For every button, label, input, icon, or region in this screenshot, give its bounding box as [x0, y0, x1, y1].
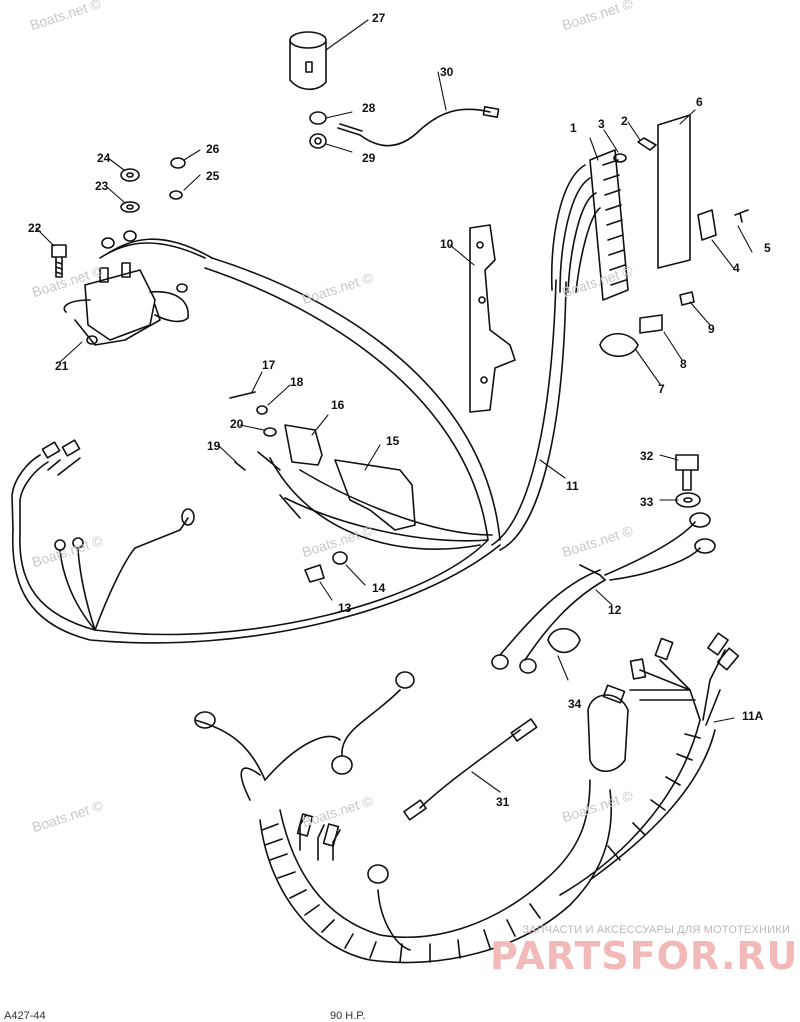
callout-3: 3	[598, 117, 605, 131]
callout-19: 19	[207, 439, 221, 453]
callout-33: 33	[640, 495, 654, 509]
bolt-22	[51, 244, 67, 278]
callout-29: 29	[362, 151, 376, 165]
cable-31	[403, 718, 538, 821]
callout-2: 2	[621, 114, 628, 128]
callout-8: 8	[680, 357, 687, 371]
callout-7: 7	[658, 382, 665, 396]
callout-27: 27	[372, 11, 386, 25]
callout-30: 30	[440, 65, 454, 79]
callout-25: 25	[206, 169, 220, 183]
main-harness-11	[11, 257, 567, 644]
callout-21: 21	[55, 359, 69, 373]
leader-lines	[35, 19, 753, 793]
callout-23: 23	[95, 179, 109, 193]
callout-32: 32	[640, 449, 654, 463]
battery-cables-12	[491, 454, 716, 674]
callout-26: 26	[206, 142, 220, 156]
callout-6: 6	[696, 95, 703, 109]
bracket-10	[469, 224, 516, 413]
callout-28: 28	[362, 101, 376, 115]
cable-30-parts	[309, 106, 500, 149]
callout-22: 22	[28, 221, 42, 235]
starter-solenoid-21	[63, 230, 213, 346]
terminal-block-1	[550, 114, 749, 358]
callout-9: 9	[708, 322, 715, 336]
callout-31: 31	[496, 795, 510, 809]
callout-13: 13	[338, 601, 352, 615]
footer-center-text: 90 H.P.	[330, 1010, 366, 1022]
callout-12: 12	[608, 603, 622, 617]
footer-left-text: A427-44	[4, 1010, 46, 1022]
lower-harness-11A	[194, 632, 740, 964]
callout-5: 5	[764, 241, 771, 255]
cap-27	[289, 31, 327, 91]
callout-34: 34	[568, 697, 582, 711]
callout-11a: 11A	[742, 709, 764, 723]
callout-1: 1	[570, 121, 577, 135]
callout-10: 10	[440, 237, 454, 251]
brand-caption: ЗАПЧАСТИ И АКСЕССУАРЫ ДЛЯ МОТОТЕХНИКИ	[522, 924, 790, 936]
small-parts-13-20	[229, 391, 416, 583]
callout-24: 24	[97, 151, 111, 165]
brand-logo: PARTSFOR.RU	[490, 934, 799, 978]
callout-11: 11	[566, 479, 579, 493]
brand-banner: ЗАПЧАСТИ И АКСЕССУАРЫ ДЛЯ МОТОТЕХНИКИ PA…	[490, 924, 799, 978]
callout-14: 14	[372, 581, 386, 595]
callout-18: 18	[290, 375, 304, 389]
hardware-23-26	[120, 157, 186, 213]
callout-15: 15	[386, 434, 400, 448]
callout-4: 4	[733, 261, 740, 275]
callout-20: 20	[230, 417, 244, 431]
callout-16: 16	[331, 398, 345, 412]
callout-17: 17	[262, 358, 276, 372]
